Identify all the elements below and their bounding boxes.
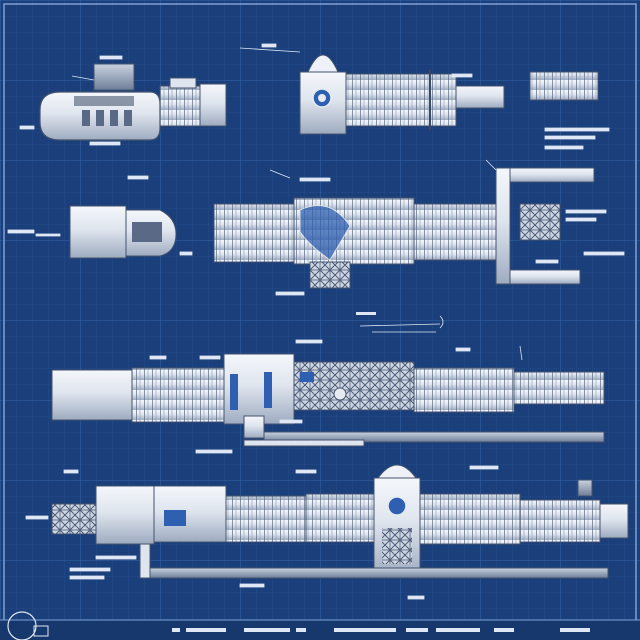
lower-view: [51, 312, 605, 454]
title-strip: [0, 611, 640, 640]
middle-view: [7, 159, 625, 296]
upper-view: [19, 43, 610, 150]
bottom-view: [25, 464, 629, 600]
